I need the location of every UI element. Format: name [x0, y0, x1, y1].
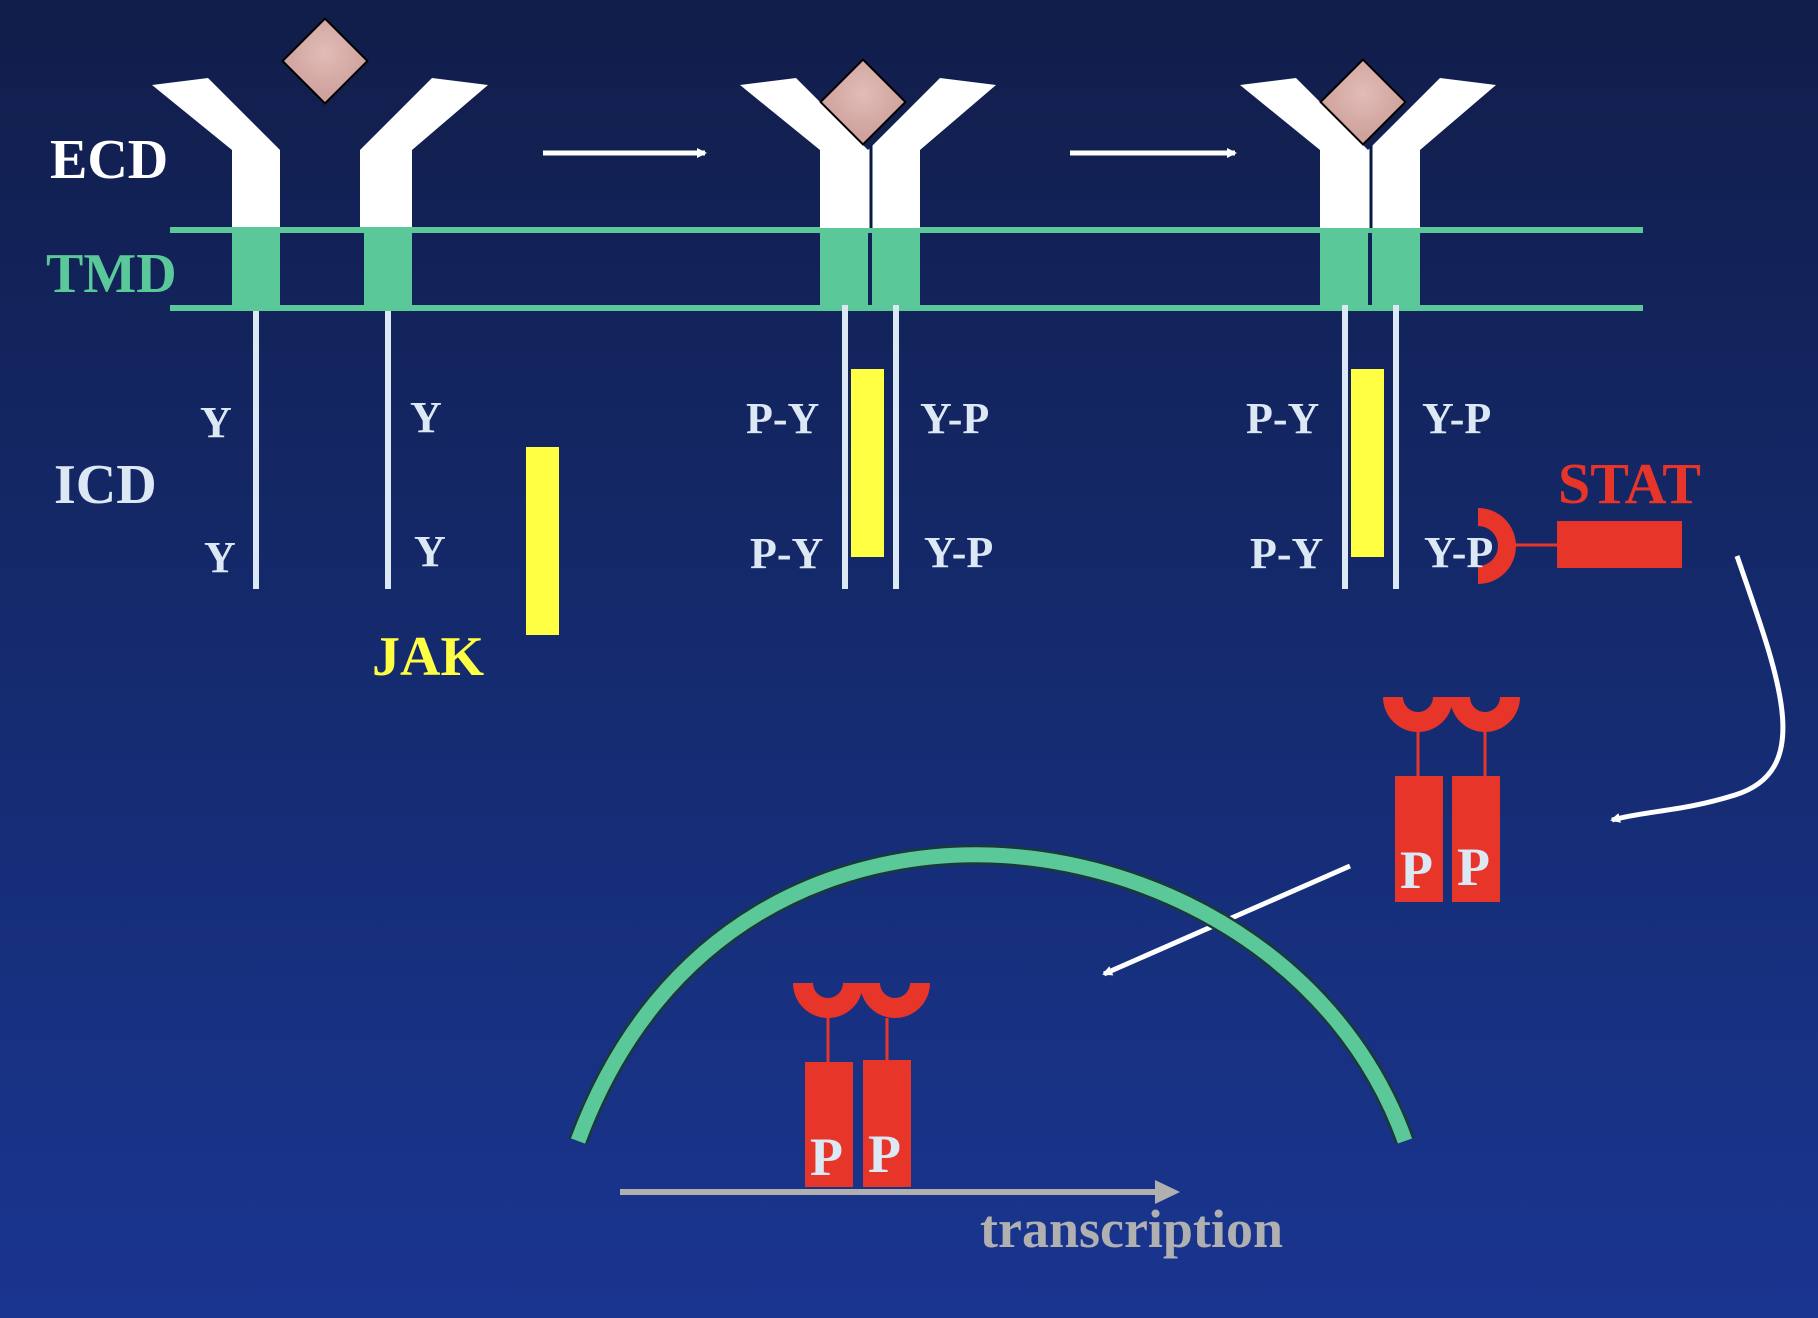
icd-label: ICD — [54, 454, 157, 516]
phosphate-label: P — [868, 1124, 901, 1184]
stat-monomer — [1557, 521, 1682, 568]
receptor-arm-right — [360, 78, 488, 228]
stat-sh2-domain — [1450, 697, 1520, 732]
receptor-tail-left — [1342, 305, 1348, 589]
stat-monomer-phosphorylated — [805, 1062, 853, 1187]
stat-sh2-domain — [1478, 508, 1516, 584]
receptor-arm-left — [1240, 78, 1368, 228]
phosphate-label: P — [810, 1127, 843, 1187]
receptor-tmd-left — [820, 228, 868, 308]
ecd-label: ECD — [50, 129, 168, 191]
receptor-tmd-right — [872, 228, 920, 308]
ligand-bound — [1319, 58, 1407, 146]
phospho-tyrosine-label: Y-P — [1424, 528, 1493, 577]
arrow-head-icon — [1155, 1180, 1180, 1204]
receptor-arm-right — [1368, 78, 1496, 228]
receptor-tmd-right — [1372, 228, 1420, 308]
stat-sh2-domain — [1383, 697, 1453, 732]
stat-dimer-nucleus: P P — [793, 983, 930, 1187]
receptor-tail-left — [842, 305, 848, 589]
tyrosine-label: Y — [204, 533, 236, 582]
nuclear-envelope-fill — [570, 847, 1413, 1144]
stat-monomer-phosphorylated — [1452, 776, 1500, 902]
stat-sh2-domain — [860, 983, 930, 1018]
tyrosine-label: Y — [410, 393, 442, 442]
receptor-tail-right — [385, 305, 391, 589]
receptor-dimer-stat-docking — [1240, 58, 1496, 589]
tmd-label: TMD — [46, 243, 177, 305]
ligand-bound — [819, 58, 907, 146]
jak-kinase — [1351, 369, 1384, 557]
phospho-tyrosine-label: Y-P — [1422, 394, 1491, 443]
phosphate-label: P — [1400, 840, 1433, 900]
receptor-tail-right — [1393, 305, 1399, 589]
receptor-tail-right — [893, 305, 899, 589]
receptor-tmd-left — [232, 228, 280, 308]
phospho-tyrosine-label: P-Y — [1246, 394, 1319, 443]
receptor-dimer-activated — [740, 58, 996, 589]
receptor-tmd-left — [1320, 228, 1368, 308]
receptor-arm-right — [868, 78, 996, 228]
phospho-tyrosine-label: Y-P — [920, 394, 989, 443]
phospho-tyrosine-label: P-Y — [1250, 529, 1323, 578]
jak-kinase — [526, 447, 559, 635]
phospho-tyrosine-label: P-Y — [746, 394, 819, 443]
stat-dimer-cytoplasm: P P — [1383, 697, 1520, 902]
arrow-curved-icon — [1610, 555, 1786, 823]
stat-monomer-phosphorylated — [863, 1060, 911, 1187]
jak-label: JAK — [372, 626, 484, 688]
tyrosine-label: Y — [414, 527, 446, 576]
transcription-label: transcription — [980, 1199, 1283, 1259]
phosphate-label: P — [1457, 837, 1490, 897]
jak-kinase — [851, 369, 884, 557]
tyrosine-label: Y — [200, 398, 232, 447]
ligand-free — [281, 17, 369, 105]
receptor-arm-left — [152, 78, 280, 228]
phospho-tyrosine-label: P-Y — [750, 529, 823, 578]
stat-label: STAT — [1558, 451, 1701, 516]
receptor-tail-left — [253, 305, 259, 589]
phospho-tyrosine-label: Y-P — [924, 528, 993, 577]
receptor-tmd-right — [364, 228, 412, 308]
stat-sh2-domain — [793, 983, 863, 1018]
receptor-arm-left — [740, 78, 868, 228]
stat-monomer-phosphorylated — [1395, 776, 1443, 902]
receptor-unbound — [152, 17, 488, 589]
